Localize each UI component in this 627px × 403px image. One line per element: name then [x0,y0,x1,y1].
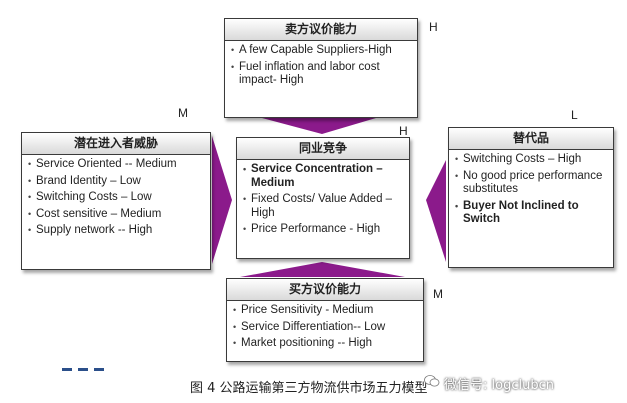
substitutes-box: 替代品 Switching Costs – High No good price… [448,127,614,268]
mark [94,368,104,371]
buyer-power-title: 买方议价能力 [227,279,423,301]
industry-rivalry-title: 同业竞争 [237,138,409,160]
list-item: Fixed Costs/ Value Added – High [243,193,405,220]
supplier-power-box: 卖方议价能力 A few Capable Suppliers-High Fuel… [224,18,418,118]
list-item: Buyer Not Inclined to Switch [455,200,609,227]
list-item: Supply network -- High [28,224,206,238]
buyer-power-list: Price Sensitivity - Medium Service Diffe… [227,301,423,351]
list-item: Service Concentration – Medium [243,163,405,190]
list-item: Cost sensitive – Medium [28,208,206,222]
buyer-power-box: 买方议价能力 Price Sensitivity - Medium Servic… [226,278,424,362]
decorative-marks [62,356,110,375]
new-entrants-list: Service Oriented -- Medium Brand Identit… [22,155,210,238]
industry-rivalry-level: H [399,124,408,138]
industry-rivalry-box: 同业竞争 Service Concentration – Medium Fixe… [236,137,410,259]
arrow-bottom-to-center [240,262,405,277]
substitutes-level: L [571,108,578,122]
new-entrants-level: M [178,106,188,120]
industry-rivalry-list: Service Concentration – Medium Fixed Cos… [237,160,409,237]
list-item: Service Oriented -- Medium [28,158,206,172]
substitutes-list: Switching Costs – High No good price per… [449,150,613,227]
mark [62,368,72,371]
supplier-power-list: A few Capable Suppliers-High Fuel inflat… [225,41,417,88]
list-item: Switching Costs – High [455,153,609,167]
substitutes-title: 替代品 [449,128,613,150]
list-item: No good price performance substitutes [455,170,609,197]
wechat-icon [424,375,440,387]
list-item: Fuel inflation and labor cost impact- Hi… [231,61,413,88]
figure-caption: 图 4 公路运输第三方物流供市场五力模型 [190,381,428,396]
list-item: Market positioning -- High [233,337,419,351]
list-item: Brand Identity – Low [28,175,206,189]
arrow-top-to-center [262,118,376,134]
watermark-text: 微信号: logclubcn [444,378,554,393]
list-item: Service Differentiation-- Low [233,321,419,335]
list-item: A few Capable Suppliers-High [231,44,413,58]
new-entrants-box: 潜在进入者威胁 Service Oriented -- Medium Brand… [21,132,211,270]
mark [78,368,88,371]
supplier-power-title: 卖方议价能力 [225,19,417,41]
arrow-right-to-center [426,160,446,262]
supplier-power-level: H [429,20,438,34]
list-item: Price Performance - High [243,223,405,237]
arrow-left-to-center [212,136,232,264]
list-item: Price Sensitivity - Medium [233,304,419,318]
new-entrants-title: 潜在进入者威胁 [22,133,210,155]
list-item: Switching Costs – Low [28,191,206,205]
buyer-power-level: M [433,287,443,301]
